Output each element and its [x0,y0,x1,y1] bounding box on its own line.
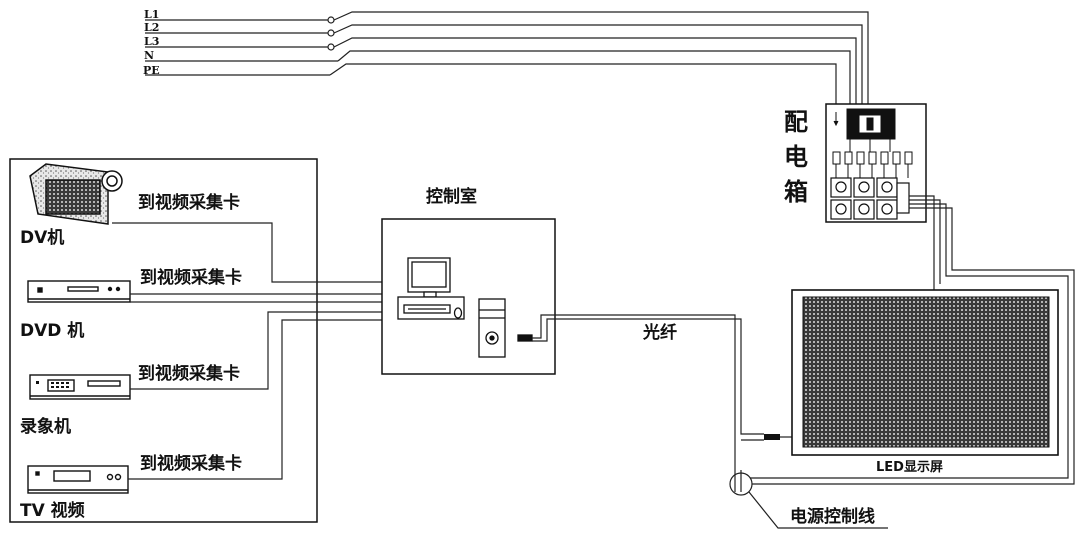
distribution-box-label-2: 电 [784,143,808,171]
tv-label: TV 视频 [20,500,85,521]
fiber-label: 光纤 [642,322,677,343]
vcr-label: 录象机 [20,416,71,437]
distribution-box [825,103,927,223]
vcr-icon [29,374,131,400]
fiber-cable [532,314,764,470]
power-cable-to-screen [732,195,1075,485]
fiber-connector [764,434,780,440]
capture-card-label-2: 到视频采集卡 [140,267,242,288]
line-label-l2: L2 [144,21,159,34]
line-label-l3: L3 [144,35,159,48]
line-label-pe: PE [143,64,160,77]
source-devices-enclosure [9,158,318,523]
tv-tuner-icon [27,465,129,494]
power-control-label: 电源控制线 [790,506,875,527]
line-label-n: N [144,49,154,62]
capture-card-label-4: 到视频采集卡 [140,453,242,474]
power-control-callout [729,470,888,529]
capture-card-label-3: 到视频采集卡 [138,363,240,384]
computer-icon [397,257,533,358]
dvd-player-icon [27,280,131,303]
control-room-label: 控制室 [426,186,477,207]
dvd-label: DVD 机 [20,320,84,341]
led-screen-icon [791,289,1059,456]
distribution-box-label-1: 配 [784,108,808,136]
power-supply-lines [145,11,869,120]
distribution-box-label-3: 箱 [784,178,808,206]
capture-card-label-1: 到视频采集卡 [138,192,240,213]
line-label-l1: L1 [144,8,159,21]
video-cables [112,222,383,480]
dv-label: DV机 [20,227,64,248]
led-screen-label: LED显示屏 [876,460,943,475]
dv-camera-icon [29,163,123,225]
